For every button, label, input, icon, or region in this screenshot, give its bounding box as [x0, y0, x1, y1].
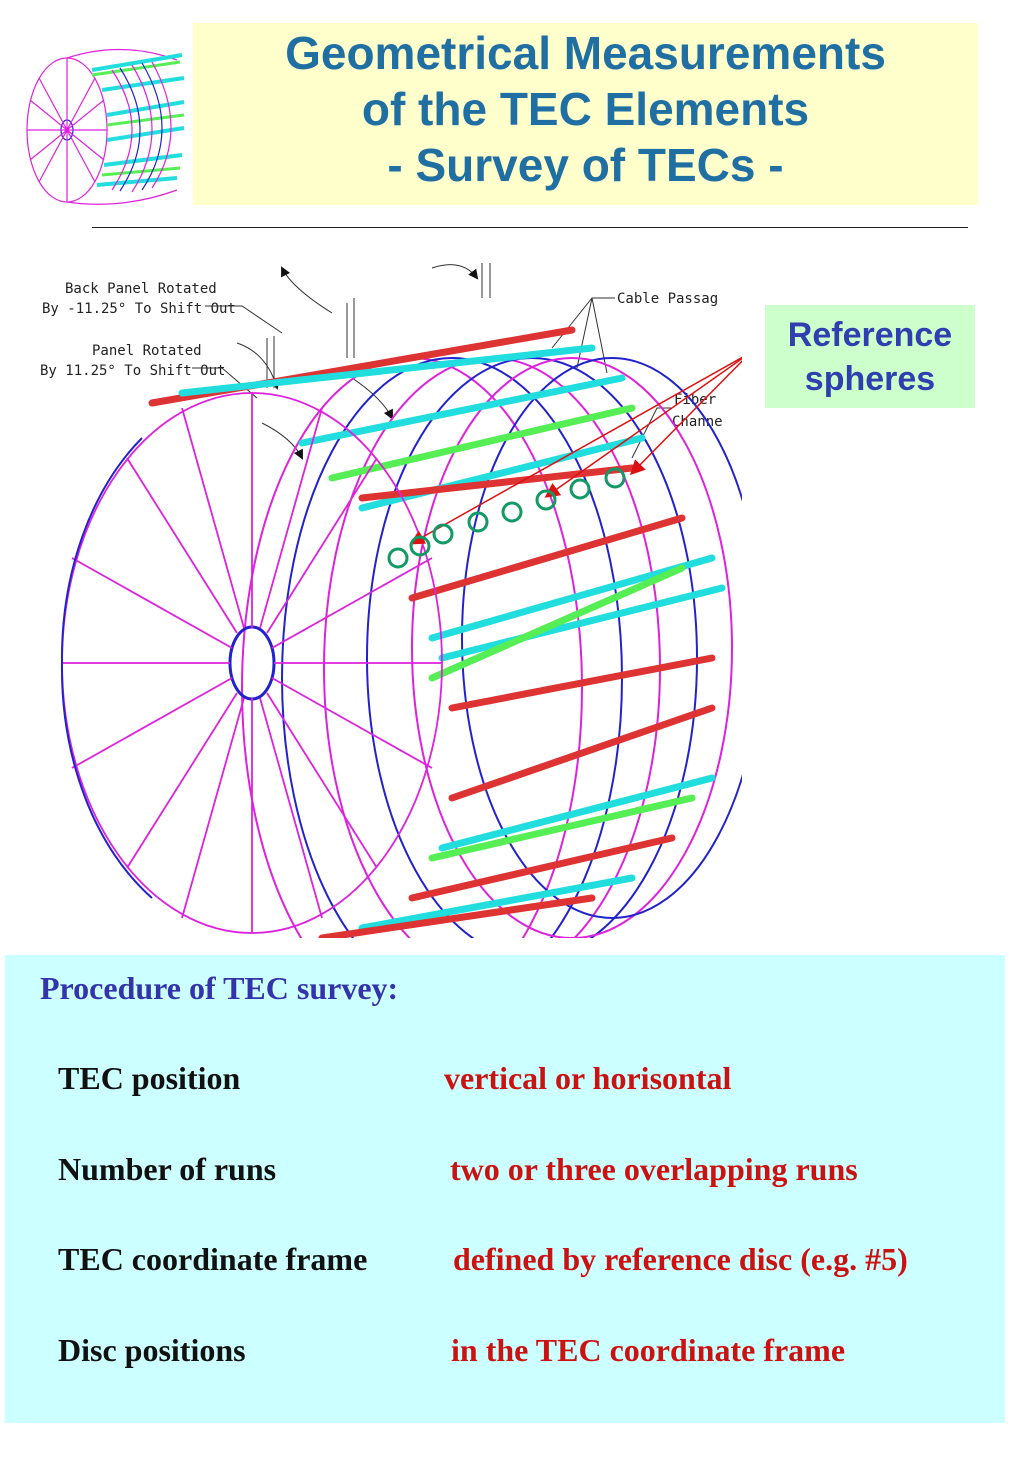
title-line-1: Geometrical Measurements	[285, 27, 886, 79]
row-label-number-of-runs: Number of runs	[58, 1151, 277, 1187]
row-label-tec-position: TEC position	[58, 1060, 241, 1096]
reference-spheres-label: Reference spheres	[765, 305, 975, 408]
title-line-2: of the TEC Elements	[361, 83, 810, 135]
label-cable-passage: Cable Passag	[617, 291, 718, 307]
reference-sphere-2	[409, 535, 431, 557]
row-label-disc-positions: Disc positions	[58, 1332, 246, 1368]
reference-line-1: Reference	[787, 316, 953, 354]
reference-line-2: spheres	[804, 360, 936, 398]
title-box: Geometrical Measurements of the TEC Elem…	[193, 23, 978, 205]
reference-sphere-5	[501, 501, 523, 523]
row-value-tec-position: vertical or horisontal	[444, 1060, 732, 1096]
tec-drawing: Back Panel Rotated By -11.25° To Shift O…	[40, 263, 742, 938]
reference-sphere-6	[535, 489, 557, 511]
reference-sphere-8	[604, 467, 626, 489]
row-value-coordinate-frame: defined by reference disc (e.g. #5)	[453, 1241, 908, 1277]
procedure-box	[5, 955, 1005, 1423]
label-back-panel-1: Back Panel Rotated	[65, 281, 217, 297]
reference-sphere-1	[387, 547, 409, 569]
reference-sphere-3	[432, 523, 454, 545]
label-panel-2: By 11.25° To Shift Out	[40, 363, 225, 379]
label-back-panel-2: By -11.25° To Shift Out	[42, 301, 236, 317]
reference-sphere-4	[467, 511, 489, 533]
reference-sphere-7	[569, 478, 591, 500]
row-label-coordinate-frame: TEC coordinate frame	[58, 1241, 368, 1277]
row-value-number-of-runs: two or three overlapping runs	[450, 1151, 858, 1187]
title-divider	[92, 227, 968, 228]
label-fiber-2: Channe	[672, 414, 723, 430]
title-line-3: - Survey of TECs -	[387, 139, 784, 191]
label-fiber-1: Fiber	[674, 392, 716, 408]
tec-thumbnail-image	[26, 48, 185, 205]
label-panel-1: Panel Rotated	[92, 343, 202, 359]
procedure-heading: Procedure of TEC survey:	[40, 970, 399, 1006]
row-value-disc-positions: in the TEC coordinate frame	[451, 1332, 846, 1368]
